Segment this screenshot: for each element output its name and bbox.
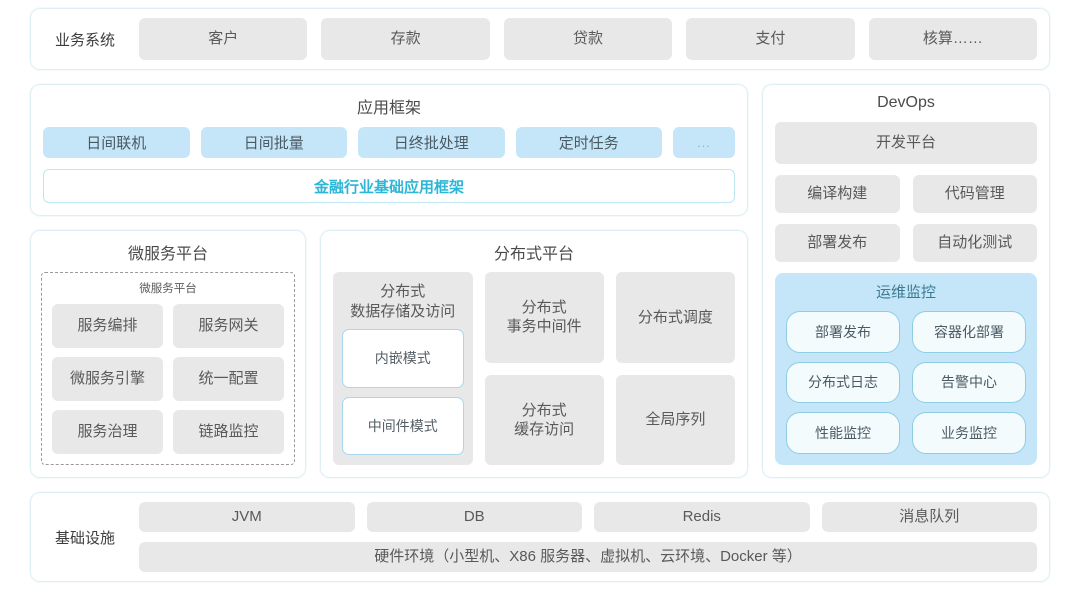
distributed-mode-middleware[interactable]: 中间件模式 bbox=[342, 396, 464, 455]
app-framework-item-scheduled-task[interactable]: 定时任务 bbox=[515, 127, 662, 158]
distributed-card-global-sequence[interactable]: 全局序列 bbox=[615, 374, 735, 465]
ops-item-container-deploy[interactable]: 容器化部署 bbox=[912, 311, 1026, 353]
ops-item-business-monitoring[interactable]: 业务监控 bbox=[912, 412, 1026, 454]
app-framework-item-more[interactable]: ... bbox=[673, 127, 735, 158]
business-system-item-deposit[interactable]: 存款 bbox=[321, 18, 490, 60]
infrastructure-label: 基础设施 bbox=[54, 529, 115, 547]
finance-base-framework-banner: 金融行业基础应用框架 bbox=[43, 169, 735, 203]
distributed-data-storage-title: 分布式 数据存储及访问 bbox=[350, 283, 456, 320]
ops-item-alert-center[interactable]: 告警中心 bbox=[912, 361, 1026, 404]
app-framework-chips: 日间联机 日间批量 日终批处理 定时任务 ... bbox=[43, 127, 735, 158]
infrastructure-hardware-bar[interactable]: 硬件环境（小型机、X86 服务器、虚拟机、云环境、Docker 等） bbox=[139, 542, 1037, 572]
devops-item-build[interactable]: 编译构建 bbox=[775, 175, 900, 213]
distributed-platform-body: 分布式 数据存储及访问 内嵌模式 中间件模式 分布式 事务中间件 分布式调度 分… bbox=[333, 272, 735, 465]
distributed-card-cache-access[interactable]: 分布式 缓存访问 bbox=[484, 374, 604, 465]
distributed-data-storage-card[interactable]: 分布式 数据存储及访问 内嵌模式 中间件模式 bbox=[333, 272, 473, 465]
microservice-inner-title: 微服务平台 bbox=[139, 283, 197, 295]
devops-title: DevOps bbox=[877, 94, 935, 111]
ops-monitoring-items-grid: 部署发布 容器化部署 分布式日志 告警中心 性能监控 业务监控 bbox=[786, 311, 1026, 454]
business-system-item-customer[interactable]: 客户 bbox=[139, 18, 308, 60]
devops-panel: DevOps 开发平台 编译构建 代码管理 部署发布 自动化测试 运维监控 部署… bbox=[762, 84, 1050, 478]
devops-item-dev-platform[interactable]: 开发平台 bbox=[775, 122, 1037, 164]
infrastructure-item-db[interactable]: DB bbox=[366, 502, 582, 532]
left-column: 应用框架 日间联机 日间批量 日终批处理 定时任务 ... 金融行业基础应用框架… bbox=[30, 84, 748, 478]
app-framework-title: 应用框架 bbox=[356, 100, 421, 117]
microservice-platform-panel: 微服务平台 微服务平台 服务编排 服务网关 微服务引擎 统一配置 服务治理 链路… bbox=[30, 230, 306, 478]
microservice-platform-title: 微服务平台 bbox=[127, 246, 208, 263]
business-systems-chips: 客户 存款 贷款 支付 核算…… bbox=[139, 18, 1038, 60]
app-framework-panel: 应用框架 日间联机 日间批量 日终批处理 定时任务 ... 金融行业基础应用框架 bbox=[30, 84, 748, 216]
business-systems-label: 业务系统 bbox=[54, 31, 115, 49]
platform-row: 微服务平台 微服务平台 服务编排 服务网关 微服务引擎 统一配置 服务治理 链路… bbox=[30, 230, 748, 478]
ops-item-performance-monitoring[interactable]: 性能监控 bbox=[786, 412, 900, 454]
microservice-item-gateway[interactable]: 服务网关 bbox=[173, 304, 284, 348]
business-system-item-accounting[interactable]: 核算…… bbox=[868, 18, 1038, 60]
business-system-item-payment[interactable]: 支付 bbox=[686, 18, 855, 60]
middle-area: 应用框架 日间联机 日间批量 日终批处理 定时任务 ... 金融行业基础应用框架… bbox=[30, 84, 1050, 478]
app-framework-item-eod-batch[interactable]: 日终批处理 bbox=[358, 127, 505, 158]
distributed-mode-embedded[interactable]: 内嵌模式 bbox=[342, 329, 464, 388]
ops-monitoring-panel: 运维监控 部署发布 容器化部署 分布式日志 告警中心 性能监控 业务监控 bbox=[775, 273, 1037, 465]
ops-item-distributed-logging[interactable]: 分布式日志 bbox=[786, 361, 900, 404]
infrastructure-item-jvm[interactable]: JVM bbox=[139, 502, 355, 532]
infrastructure-content: JVM DB Redis 消息队列 硬件环境（小型机、X86 服务器、虚拟机、云… bbox=[139, 502, 1037, 572]
ops-monitoring-title: 运维监控 bbox=[875, 284, 936, 301]
microservice-items-grid: 服务编排 服务网关 微服务引擎 统一配置 服务治理 链路监控 bbox=[52, 304, 284, 454]
devops-item-deploy-release[interactable]: 部署发布 bbox=[775, 224, 900, 262]
business-system-item-loan[interactable]: 贷款 bbox=[503, 18, 673, 60]
microservice-item-orchestration[interactable]: 服务编排 bbox=[52, 304, 163, 348]
microservice-item-tracing[interactable]: 链路监控 bbox=[173, 410, 284, 454]
infrastructure-panel: 基础设施 JVM DB Redis 消息队列 硬件环境（小型机、X86 服务器、… bbox=[30, 492, 1050, 582]
app-framework-item-daytime-online[interactable]: 日间联机 bbox=[43, 127, 190, 158]
microservice-item-unified-config[interactable]: 统一配置 bbox=[173, 357, 284, 401]
microservice-item-governance[interactable]: 服务治理 bbox=[52, 410, 163, 454]
distributed-platform-panel: 分布式平台 分布式 数据存储及访问 内嵌模式 中间件模式 分布式 事务中间件 分… bbox=[320, 230, 748, 478]
distributed-card-transaction-middleware[interactable]: 分布式 事务中间件 bbox=[484, 272, 604, 363]
infrastructure-items-row: JVM DB Redis 消息队列 bbox=[139, 502, 1037, 532]
devops-items-grid: 编译构建 代码管理 部署发布 自动化测试 bbox=[775, 175, 1037, 262]
distributed-cards-grid: 分布式 事务中间件 分布式调度 分布式 缓存访问 全局序列 bbox=[484, 272, 735, 465]
microservice-item-engine[interactable]: 微服务引擎 bbox=[52, 357, 163, 401]
devops-item-automated-testing[interactable]: 自动化测试 bbox=[912, 224, 1037, 262]
infrastructure-item-redis[interactable]: Redis bbox=[594, 502, 810, 532]
app-framework-item-daytime-batch[interactable]: 日间批量 bbox=[200, 127, 347, 158]
distributed-platform-title: 分布式平台 bbox=[493, 246, 574, 263]
ops-item-deploy-release[interactable]: 部署发布 bbox=[786, 311, 900, 353]
distributed-card-scheduling[interactable]: 分布式调度 bbox=[615, 272, 735, 363]
devops-item-code-management[interactable]: 代码管理 bbox=[912, 175, 1037, 213]
business-systems-panel: 业务系统 客户 存款 贷款 支付 核算…… bbox=[30, 8, 1050, 70]
infrastructure-item-message-queue[interactable]: 消息队列 bbox=[821, 502, 1037, 532]
microservice-inner-dashed-box: 微服务平台 服务编排 服务网关 微服务引擎 统一配置 服务治理 链路监控 bbox=[41, 272, 295, 465]
